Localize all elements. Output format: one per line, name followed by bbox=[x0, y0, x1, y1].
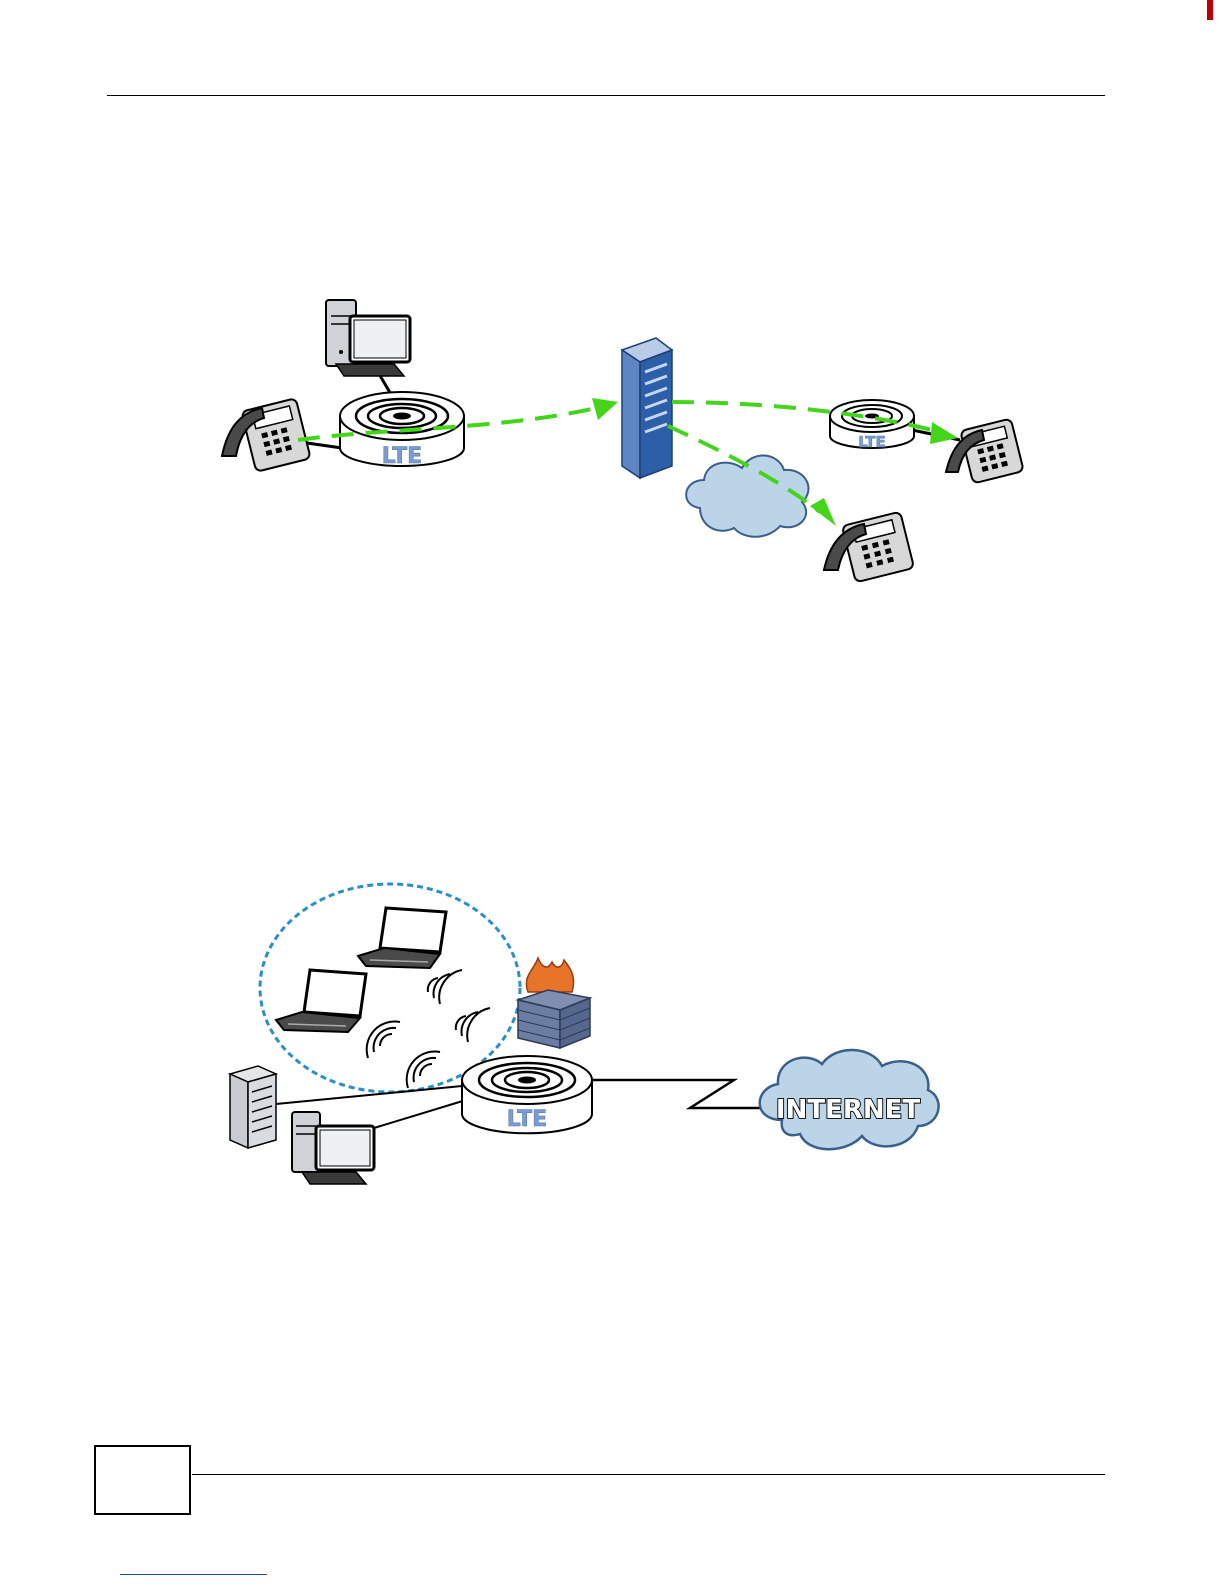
corner-marker bbox=[1207, 0, 1213, 20]
router-remote-label: LTE bbox=[858, 433, 886, 451]
pstn-telephone-icon bbox=[824, 512, 914, 583]
desktop-computer-icon bbox=[292, 1112, 374, 1184]
router-label: LTE bbox=[507, 1107, 547, 1132]
laptop-icon bbox=[276, 970, 366, 1032]
telephone-icon bbox=[222, 398, 311, 472]
lte-router-icon: LTE bbox=[462, 1056, 592, 1133]
cable-pc-router bbox=[374, 1100, 466, 1128]
desktop-computer-icon bbox=[326, 300, 410, 376]
wan-link bbox=[592, 1080, 778, 1108]
header-rule bbox=[107, 95, 1105, 96]
firewall-icon bbox=[518, 958, 590, 1048]
footer-link-underline[interactable] bbox=[120, 1574, 267, 1575]
internet-label: INTERNET bbox=[776, 1095, 920, 1125]
remote-telephone-icon bbox=[946, 419, 1024, 484]
remote-lte-router-icon: LTE bbox=[830, 400, 914, 451]
server-tower-icon bbox=[230, 1066, 276, 1148]
page-number-box bbox=[94, 1445, 191, 1515]
firewall-diagram: LTE INTERNET bbox=[0, 870, 1224, 1210]
voip-diagram: LTE LTE bbox=[0, 280, 1224, 590]
cloud-icon bbox=[686, 455, 808, 536]
router-main-label: LTE bbox=[382, 444, 422, 469]
footer-rule bbox=[192, 1474, 1105, 1475]
laptop-icon bbox=[358, 908, 446, 968]
internet-cloud-icon: INTERNET bbox=[760, 1050, 939, 1149]
cable-server-router bbox=[276, 1086, 462, 1104]
server-rack-icon bbox=[622, 338, 672, 478]
